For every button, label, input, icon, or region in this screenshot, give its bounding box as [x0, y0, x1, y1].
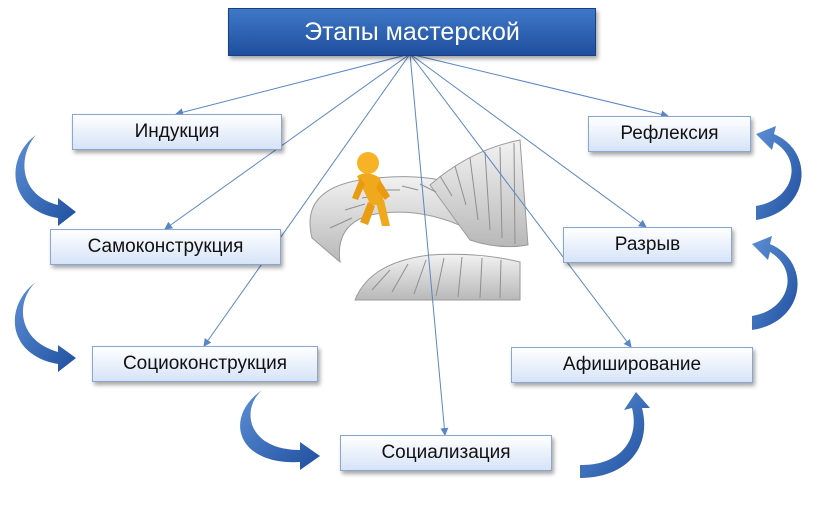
stage-induction: Индукция: [72, 114, 282, 150]
curved-arrow-icon: [14, 282, 76, 372]
curved-arrow-icon: [752, 236, 798, 330]
stage-self-construction: Самоконструкция: [50, 229, 281, 265]
cycle-arrows: [14, 126, 802, 478]
curved-arrow-icon: [240, 390, 320, 470]
stage-break: Разрыв: [563, 227, 732, 263]
staircase-illustration: [309, 139, 529, 301]
connector-lines: [164, 53, 669, 436]
diagram-title: Этапы мастерской: [228, 8, 596, 56]
stage-socio-construction: Социоконструкция: [92, 346, 318, 382]
stage-socialization: Социализация: [340, 435, 552, 471]
person-figure-icon: [352, 152, 390, 226]
curved-arrow-icon: [15, 135, 76, 226]
curved-arrow-icon: [756, 126, 802, 220]
curved-arrow-icon: [580, 392, 650, 478]
stage-display: Афиширование: [511, 347, 753, 383]
stage-reflection: Рефлексия: [588, 116, 751, 152]
